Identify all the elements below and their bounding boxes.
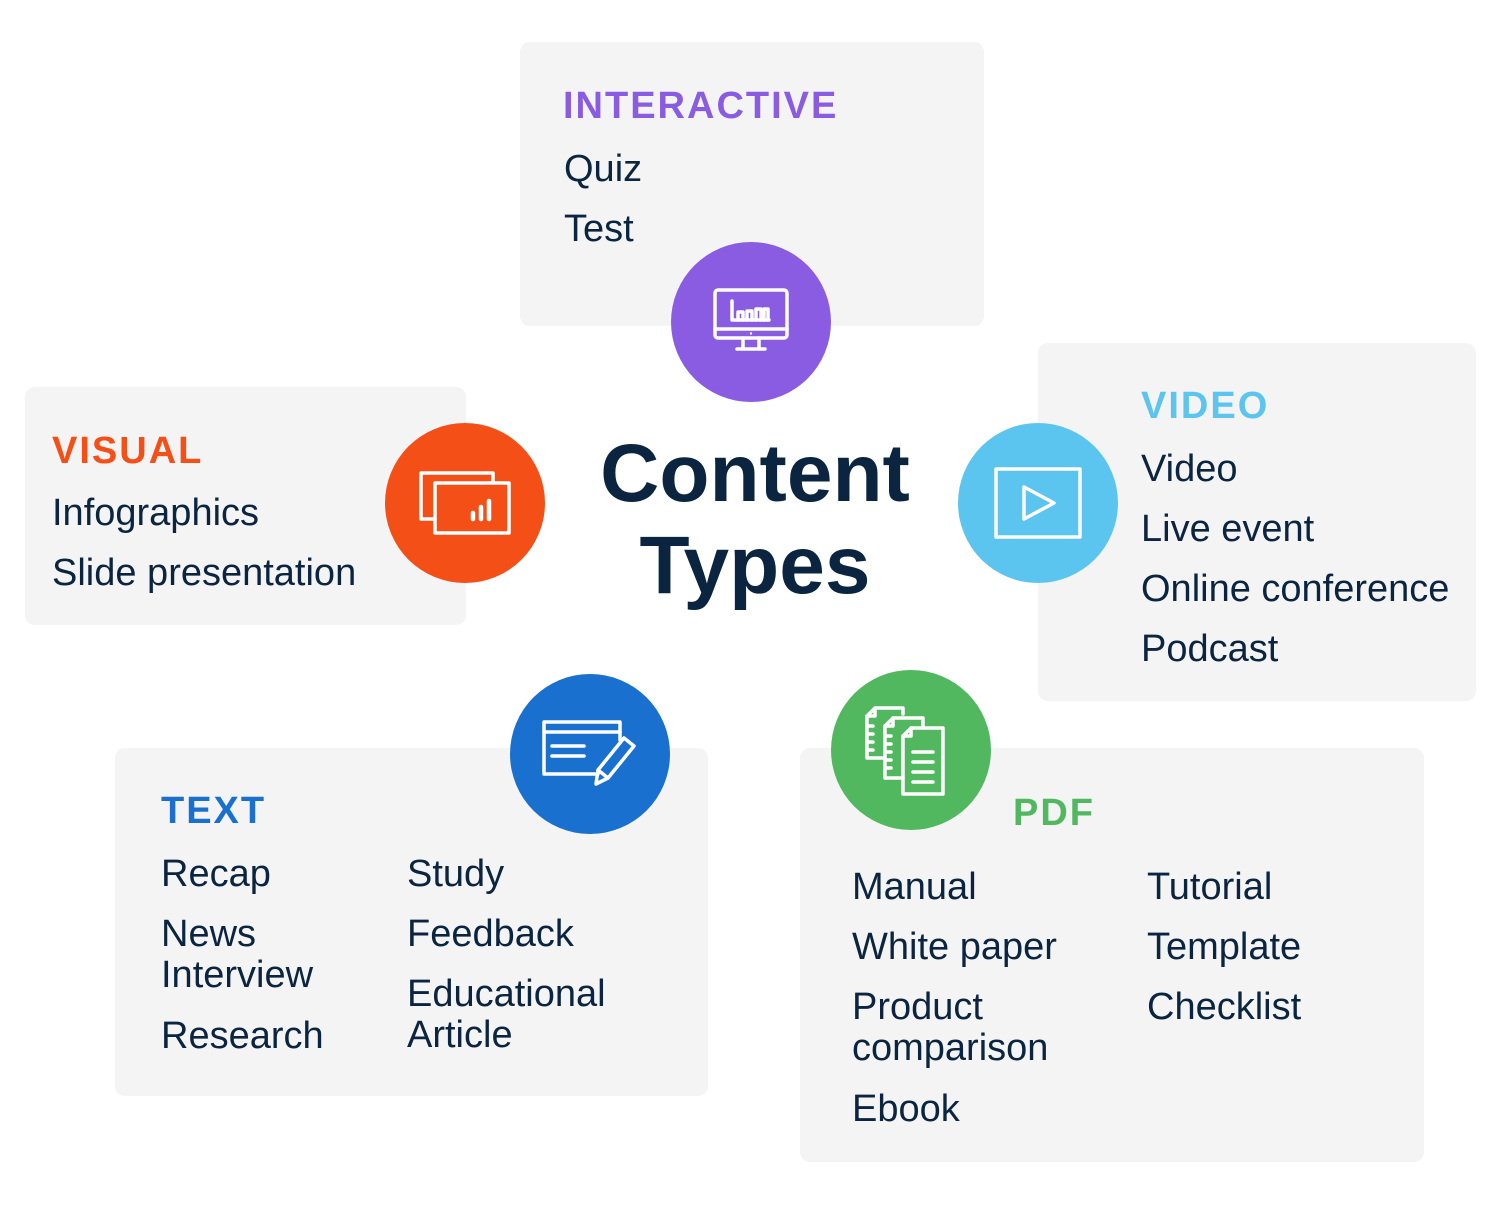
page-title: Content Types xyxy=(560,428,950,612)
slides-chart-icon xyxy=(419,471,511,535)
pdf-item-white-paper: White paper xyxy=(852,926,1057,968)
video-play-icon xyxy=(994,467,1082,539)
text-item-educational-article: Educational Article xyxy=(407,973,606,1056)
video-category-label: VIDEO xyxy=(1141,385,1270,427)
pdf-item-manual: Manual xyxy=(852,866,977,908)
pdf-category-label: PDF xyxy=(1013,792,1095,834)
pdf-item-product-comparison: Product comparison xyxy=(852,986,1049,1069)
text-item-research: Research xyxy=(161,1015,324,1057)
interactive-item-test: Test xyxy=(564,208,634,250)
video-item-video: Video xyxy=(1141,448,1238,490)
visual-category-label: VISUAL xyxy=(52,430,204,472)
video-icon-circle xyxy=(958,423,1118,583)
title-line-1: Content xyxy=(600,428,910,519)
text-item-feedback: Feedback xyxy=(407,913,574,955)
text-category-label: TEXT xyxy=(161,790,267,832)
title-line-2: Types xyxy=(639,520,871,611)
pdf-icon-circle xyxy=(831,670,991,830)
visual-item-infographics: Infographics xyxy=(52,492,260,534)
visual-item-slide-presentation: Slide presentation xyxy=(52,552,357,594)
document-edit-icon xyxy=(542,720,636,786)
visual-icon-circle xyxy=(385,423,545,583)
monitor-chart-icon xyxy=(713,288,789,351)
video-item-online-conference: Online conference xyxy=(1141,568,1450,610)
documents-stack-icon xyxy=(865,706,945,796)
pdf-item-tutorial: Tutorial xyxy=(1147,866,1273,908)
video-item-podcast: Podcast xyxy=(1141,628,1279,670)
text-item-study: Study xyxy=(407,853,505,895)
pdf-item-template: Template xyxy=(1147,926,1302,968)
text-item-recap: Recap xyxy=(161,853,271,895)
interactive-item-quiz: Quiz xyxy=(564,148,643,190)
video-item-live-event: Live event xyxy=(1141,508,1315,550)
interactive-category-label: INTERACTIVE xyxy=(563,85,839,127)
pdf-item-checklist: Checklist xyxy=(1147,986,1302,1028)
text-icon-circle xyxy=(510,674,670,834)
pdf-item-ebook: Ebook xyxy=(852,1088,960,1130)
text-item-news-interview: News Interview xyxy=(161,913,314,996)
interactive-icon-circle xyxy=(671,242,831,402)
